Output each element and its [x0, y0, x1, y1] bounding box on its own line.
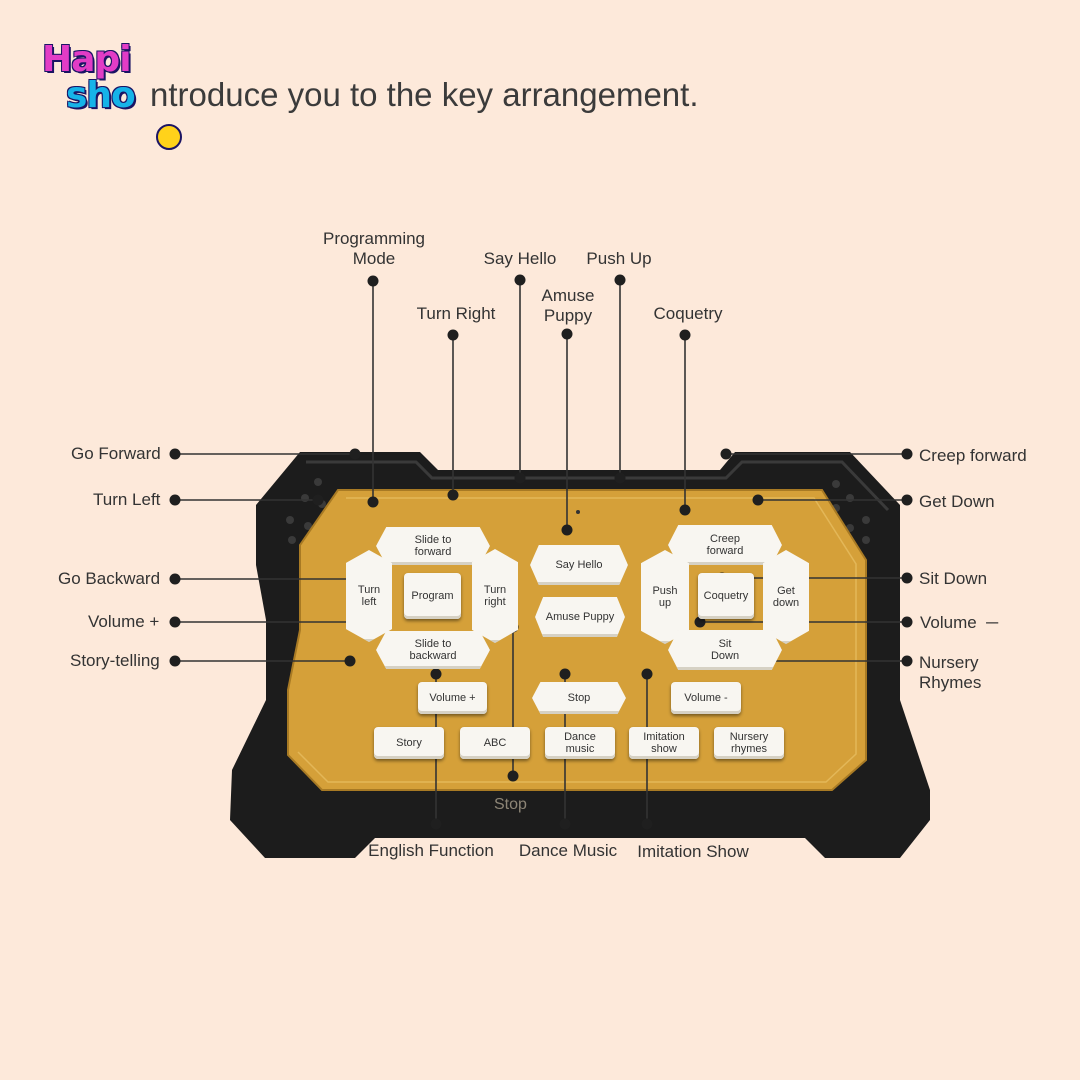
callout-turn-left: Turn Left [93, 490, 161, 509]
panel-stop-label: Stop [494, 796, 527, 813]
callout-amuse-puppy: Amuse Puppy [541, 286, 595, 325]
callout-nursery-rhymes: Nursery Rhymes [919, 653, 982, 692]
turn-left-button[interactable]: Turn left [346, 550, 392, 642]
callout-sit-down: Sit Down [919, 569, 988, 588]
get-down-button[interactable]: Get down [763, 550, 809, 644]
stop-button[interactable]: Stop [532, 682, 626, 714]
program-button[interactable]: Program [404, 573, 461, 619]
sit-down-button[interactable]: Sit Down [668, 630, 782, 670]
callout-volume-plus: Volume + [88, 612, 160, 631]
speaker-holes-left [286, 478, 326, 544]
callout-dance-music: Dance Music [518, 841, 618, 860]
gold-panel [287, 489, 867, 791]
callout-english-function: English Function [368, 841, 494, 860]
callout-say-hello: Say Hello [483, 249, 557, 268]
callout-get-down: Get Down [919, 492, 995, 511]
amuse-puppy-button[interactable]: Amuse Puppy [535, 597, 625, 637]
hapi-shop-logo: Hapi sho [38, 40, 182, 150]
callout-go-backward: Go Backward [58, 569, 161, 588]
volume-minus-button[interactable]: Volume - [671, 682, 741, 714]
slide-forward-button[interactable]: Slide to forward [376, 527, 490, 565]
callout-push-up: Push Up [586, 249, 652, 268]
gold-panel-inner-edge [297, 497, 857, 783]
creep-forward-button[interactable]: Creep forward [668, 525, 782, 565]
callout-story-telling: Story-telling [70, 651, 160, 670]
story-button[interactable]: Story [374, 727, 444, 759]
nursery-rhymes-button[interactable]: Nursery rhymes [714, 727, 784, 759]
smiley-icon [156, 124, 182, 150]
callout-volume-minus: Volume ─ [920, 613, 999, 632]
callout-imitation-show: Imitation Show [637, 842, 749, 861]
callout-coquetry: Coquetry [653, 304, 723, 323]
turn-right-button[interactable]: Turn right [472, 549, 518, 643]
callout-programming-mode: Programming Mode [322, 229, 426, 268]
push-up-button[interactable]: Push up [641, 550, 689, 644]
callout-go-forward: Go Forward [71, 444, 161, 463]
remote-body-highlight [306, 460, 890, 512]
callout-turn-right: Turn Right [416, 304, 496, 323]
callout-creep-forward: Creep forward [919, 446, 1027, 465]
page-title: ntroduce you to the key arrangement. [150, 76, 699, 113]
imitation-show-button[interactable]: Imitation show [629, 727, 699, 759]
volume-plus-button[interactable]: Volume + [418, 682, 487, 714]
dance-music-button[interactable]: Dance music [545, 727, 615, 759]
say-hello-button[interactable]: Say Hello [530, 545, 628, 585]
coquetry-button[interactable]: Coquetry [698, 573, 754, 619]
slide-backward-button[interactable]: Slide to backward [376, 631, 490, 669]
abc-button[interactable]: ABC [460, 727, 530, 759]
